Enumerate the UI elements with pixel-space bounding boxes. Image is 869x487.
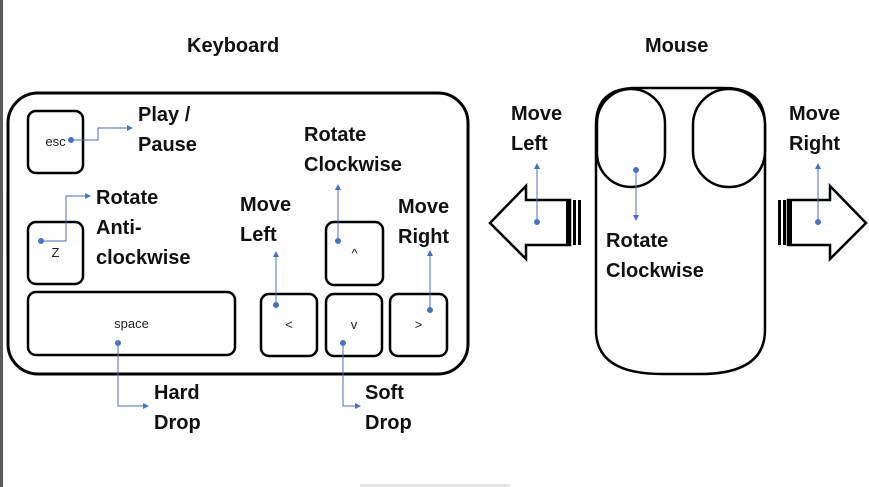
keyboard-title: Keyboard [187,35,280,57]
key-down[interactable] [324,292,384,358]
key-up-label: ^ [351,246,358,261]
mouse-right-button[interactable] [691,87,767,189]
label-soft-drop: Soft Drop [365,382,412,434]
key-z-label: Z [51,245,60,260]
label-rotate-anticlockwise: Rotate Anti- clockwise [96,187,191,269]
keyboard-outline [6,91,470,376]
left-arrow-icon [488,182,581,263]
key-left[interactable] [259,292,319,358]
mouse-icon [594,86,767,376]
label-play-pause: Play / Pause [138,104,197,156]
label-rotate-clockwise-mouse: Rotate Clockwise [606,230,704,282]
key-left-label: < [285,317,293,332]
keyboard-connectors [38,125,433,409]
label-rotate-clockwise-key: Rotate Clockwise [304,124,402,176]
key-esc-label: esc [45,134,66,149]
window-frame-left [0,0,3,487]
key-esc[interactable] [26,109,85,175]
label-move-right-mouse: Move Right [789,103,841,155]
key-down-label: v [350,317,358,332]
right-arrow-icon [778,182,868,263]
key-up[interactable] [324,220,385,287]
mouse-title: Mouse [645,35,709,57]
label-move-right-key: Move Right [398,196,450,248]
label-move-left-key: Move Left [240,194,292,246]
key-space-label: space [114,316,149,331]
key-z[interactable] [26,220,85,286]
key-space[interactable] [26,290,237,357]
label-move-left-mouse: Move Left [511,103,563,155]
mouse-left-button[interactable] [595,87,667,189]
key-right-label: > [414,317,423,332]
label-hard-drop: Hard Drop [154,382,201,434]
mouse-connectors [534,163,821,225]
scrollbar-hint [360,484,510,487]
